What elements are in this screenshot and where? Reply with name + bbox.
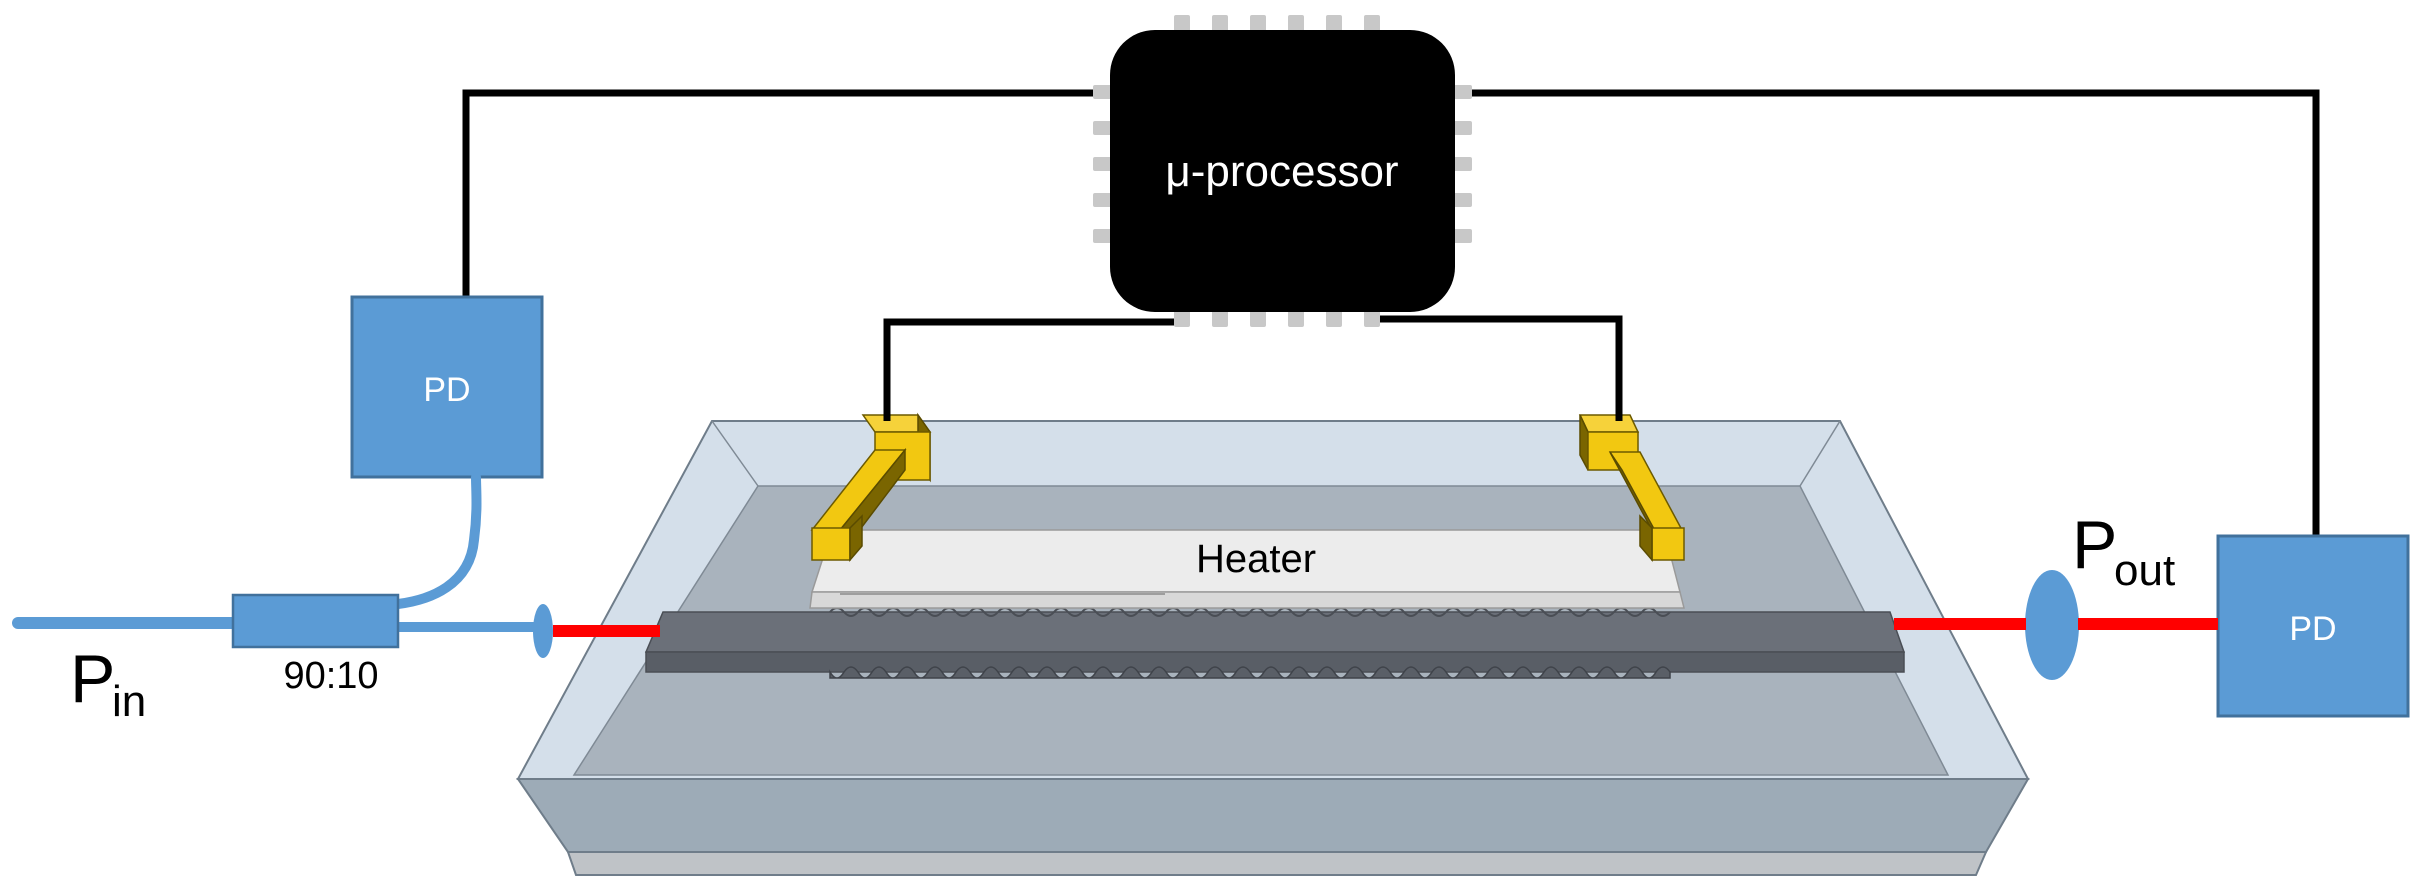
processor-label: μ-processor (1165, 147, 1398, 196)
input-lens (533, 604, 553, 658)
wire-processor-to-electrode-right (1378, 315, 1623, 421)
substrate-edge-right (1799, 420, 1841, 487)
wire-pd-left-to-processor (462, 89, 1108, 297)
tap-fiber (393, 472, 482, 609)
waveguide (644, 607, 1906, 679)
pd-right-label: PD (2289, 610, 2336, 648)
photodetector-left[interactable]: PD (350, 295, 544, 479)
p-in-sub: in (112, 677, 146, 726)
electrode-right (1578, 414, 1685, 563)
laser-beams (553, 618, 2218, 637)
heater-front-face (809, 591, 1685, 609)
optical-fibers (12, 472, 539, 632)
coupler-ratio-label: 90:10 (283, 655, 378, 697)
processor-body (1110, 30, 1455, 312)
p-out-sub: out (2114, 546, 2175, 595)
photodetector-right[interactable]: PD (2216, 534, 2410, 718)
substrate-edge-left (711, 420, 759, 487)
fiber-coupler: 90:10 (231, 593, 400, 697)
p-out-label: P out (2072, 507, 2175, 595)
electrical-wires (462, 89, 2320, 536)
grating-top (829, 607, 1671, 617)
wire-processor-to-pd-right (1458, 89, 2320, 536)
electrode-left (810, 412, 932, 563)
waveguide-top-face (644, 611, 1906, 653)
p-in-label: P in (70, 641, 146, 726)
substrate-front-face (516, 778, 2030, 853)
heater-label: Heater (1196, 537, 1316, 581)
heater: Heater (809, 529, 1685, 609)
output-lens (2025, 570, 2079, 680)
grating-bottom (829, 666, 1671, 679)
p-in-main: P (70, 641, 115, 717)
substrate-bottom-strip (566, 851, 1988, 876)
pd-left-label: PD (423, 371, 470, 409)
wire-processor-to-electrode-left (883, 318, 1188, 421)
p-out-main: P (2072, 507, 2117, 583)
microprocessor[interactable]: μ-processor (1093, 15, 1472, 327)
